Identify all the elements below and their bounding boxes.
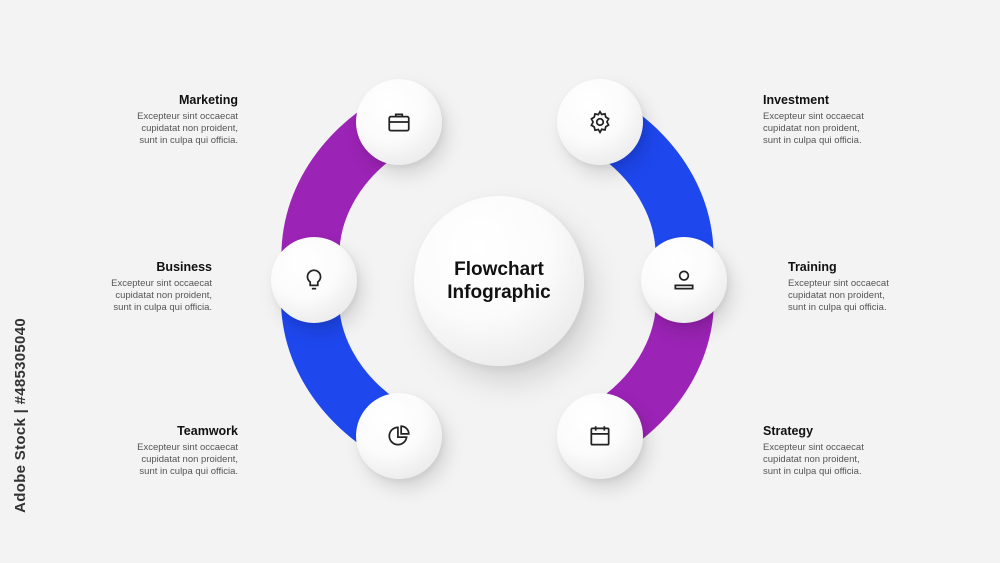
label-title: Investment	[763, 93, 829, 107]
label-business: Business Excepteur sint occaecat cupidat…	[82, 260, 212, 314]
label-text: Excepteur sint occaecat cupidatat non pr…	[763, 442, 864, 477]
node-strategy	[557, 393, 643, 479]
briefcase-icon	[388, 113, 410, 132]
label-marketing: Marketing Excepteur sint occaecat cupida…	[108, 93, 238, 147]
label-title: Marketing	[178, 93, 238, 107]
label-strategy: Strategy Excepteur sint occaecat cupidat…	[763, 424, 893, 478]
label-training: Training Excepteur sint occaecat cupidat…	[788, 260, 918, 314]
label-text: Excepteur sint occaecat cupidatat non pr…	[137, 111, 238, 146]
gear-icon	[590, 110, 610, 134]
label-teamwork: Teamwork Excepteur sint occaecat cupidat…	[108, 424, 238, 478]
node-business	[271, 237, 357, 323]
stock-credit: Adobe Stock | #485305040	[12, 318, 29, 513]
node-teamwork	[356, 393, 442, 479]
label-text: Excepteur sint occaecat cupidatat non pr…	[137, 442, 238, 477]
label-title: Business	[156, 260, 212, 274]
user-icon	[674, 270, 694, 290]
label-text: Excepteur sint occaecat cupidatat non pr…	[788, 278, 889, 313]
node-investment	[557, 79, 643, 165]
calendar-icon	[590, 426, 610, 446]
label-title: Strategy	[763, 424, 814, 438]
node-marketing	[356, 79, 442, 165]
lightbulb-icon	[306, 269, 322, 290]
center-circle: Flowchart Infographic	[414, 196, 584, 366]
label-investment: Investment Excepteur sint occaecat cupid…	[763, 93, 893, 147]
node-training	[641, 237, 727, 323]
label-text: Excepteur sint occaecat cupidatat non pr…	[111, 278, 212, 313]
label-text: Excepteur sint occaecat cupidatat non pr…	[763, 111, 864, 146]
label-title: Teamwork	[177, 424, 238, 438]
center-title: Flowchart Infographic	[447, 259, 551, 303]
label-title: Training	[788, 260, 837, 274]
pie-chart-icon	[388, 425, 410, 446]
